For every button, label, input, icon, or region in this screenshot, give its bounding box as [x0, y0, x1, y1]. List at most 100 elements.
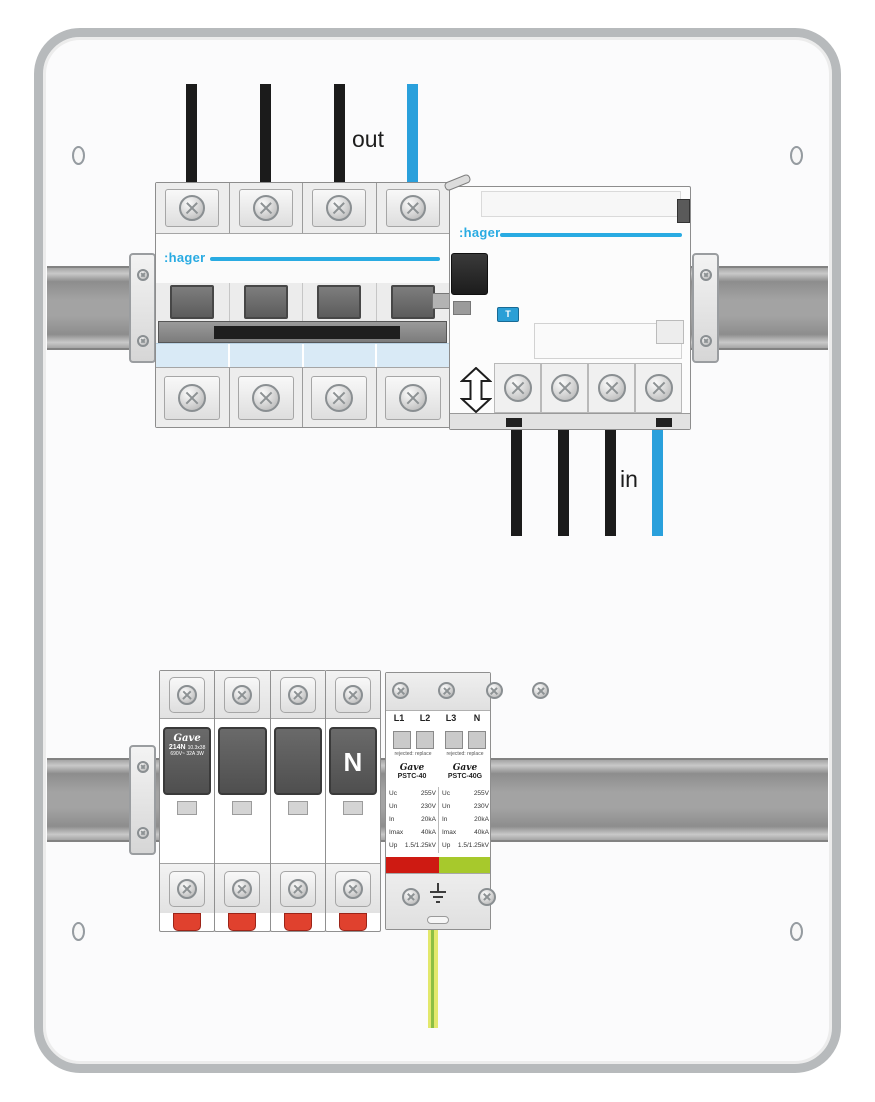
mcb-blue-band-cell [303, 344, 378, 367]
fuse-model-row: 214N 10.3x38 [165, 744, 209, 751]
fuse-poles: 3W [196, 751, 204, 757]
wire-in-l3 [605, 424, 616, 536]
wire-in-neutral [652, 424, 663, 536]
spd-terminal-label: L3 [445, 713, 457, 723]
spec-value: 40kA [474, 829, 489, 836]
fuse-bottom-cap [215, 863, 270, 913]
rcd-din-clip [677, 199, 690, 223]
rcd-terminal [541, 363, 588, 413]
mcb-tie-bar-black-insert [214, 326, 400, 339]
fuse-window [232, 801, 253, 815]
mcb-switch-handle [243, 285, 288, 319]
mcb-top-terminal-row [156, 183, 449, 233]
spd-indicator-red [386, 857, 439, 873]
spd-status-window [392, 731, 411, 749]
fuse-module-l2 [214, 670, 271, 932]
spd-status-windows [442, 731, 488, 749]
mcb-4pole-breaker: :hager [155, 182, 450, 428]
terminal-screw [399, 195, 426, 221]
terminal-plate [279, 870, 316, 907]
fuse-carrier-handle [273, 727, 322, 795]
terminal-screw [179, 195, 206, 221]
gave-logo: Gave [173, 733, 201, 744]
spec-key: In [442, 816, 448, 823]
fuse-voltage: 690V~ [170, 751, 185, 757]
rcd-terminal [635, 363, 682, 413]
spec-value: 20kA [474, 816, 489, 823]
fuse-size: 10.3x38 [187, 745, 206, 751]
rcd: :hager T [443, 173, 691, 430]
spd-model: PSTC-40 [397, 773, 427, 780]
wire-out-neutral [407, 84, 418, 188]
terminal-screw [503, 374, 532, 402]
label-out: out [352, 126, 384, 152]
mcb-blue-band-cell [377, 344, 449, 367]
spd-terminal-label: L1 [393, 713, 405, 723]
terminal-plate [169, 870, 206, 907]
terminal-screw [177, 684, 198, 705]
fuse-holder-bank: Gave 214N 10.3x38 690V~ 32A 3W [159, 670, 381, 932]
terminal-screw [597, 374, 626, 402]
rcd-small-window [453, 301, 471, 315]
spec-value: 255V [420, 790, 436, 797]
mcb-terminal [376, 183, 449, 233]
spd-terminal-label: N [473, 713, 481, 723]
spec-value: 1.5/1.25kV [404, 842, 436, 849]
spec-value: 40kA [421, 829, 436, 836]
mcb-pole [377, 283, 450, 321]
rcd-terminal [494, 363, 541, 413]
spd-spec-row: Uc 255V [442, 787, 489, 800]
terminal-plate [334, 676, 371, 713]
wire-out-l3 [334, 84, 345, 188]
spd-top-terminals [386, 673, 550, 711]
terminal-screw [478, 888, 497, 906]
spd-terminal-labels: L1 L2 L3 N [386, 713, 490, 725]
mounting-hole [72, 922, 85, 941]
earth-icon [430, 883, 446, 903]
mcb-pole [156, 283, 230, 321]
terminal-screw [177, 878, 198, 899]
mcb-terminal [229, 183, 303, 233]
terminal-plate [224, 676, 261, 713]
spec-key: Imax [389, 829, 404, 836]
mcb-blue-band-cell [156, 344, 230, 367]
terminal-screw [392, 682, 409, 699]
spd-indicator-green [439, 857, 490, 873]
spd-spec-row: In 20kA [389, 813, 436, 826]
fuse-module-neutral: N [324, 670, 381, 932]
spec-key: Imax [442, 829, 457, 836]
spec-value: 20kA [421, 816, 436, 823]
spd: L1 L2 L3 N rejected: replace rejected: r… [385, 672, 550, 930]
mounting-hole [790, 146, 803, 165]
wire-out-l2 [260, 84, 271, 188]
spd-status-windows [390, 731, 436, 749]
mcb-switch-handle [317, 285, 362, 319]
terminal-screw [532, 682, 550, 699]
bracket-screw [699, 269, 712, 281]
mcb-terminal [156, 183, 230, 233]
fuse-ratings-row: 690V~ 32A 3W [165, 751, 209, 757]
rcd-blue-stripe [500, 233, 682, 237]
earth-wire [428, 926, 438, 1028]
terminal-screw [232, 878, 253, 899]
fuse-window [342, 801, 363, 815]
rcd-bottom-edge [450, 413, 690, 429]
mcb-handle-row [156, 283, 449, 321]
mcb-blue-stripe [210, 257, 440, 261]
mcb-bottom-terminal-row [156, 367, 449, 427]
spec-key: Uc [442, 790, 450, 797]
spec-key: Uc [389, 790, 397, 797]
fuse-top-cap [270, 671, 325, 719]
spd-spec-row: In 20kA [442, 813, 489, 826]
terminal-plate [384, 375, 441, 420]
mcb-terminal [156, 368, 230, 427]
spec-key: In [389, 816, 395, 823]
rail-end-stop [129, 253, 156, 363]
spec-value: 255V [473, 790, 489, 797]
terminal-plate [385, 189, 440, 227]
updown-arrow-icon [460, 367, 492, 413]
